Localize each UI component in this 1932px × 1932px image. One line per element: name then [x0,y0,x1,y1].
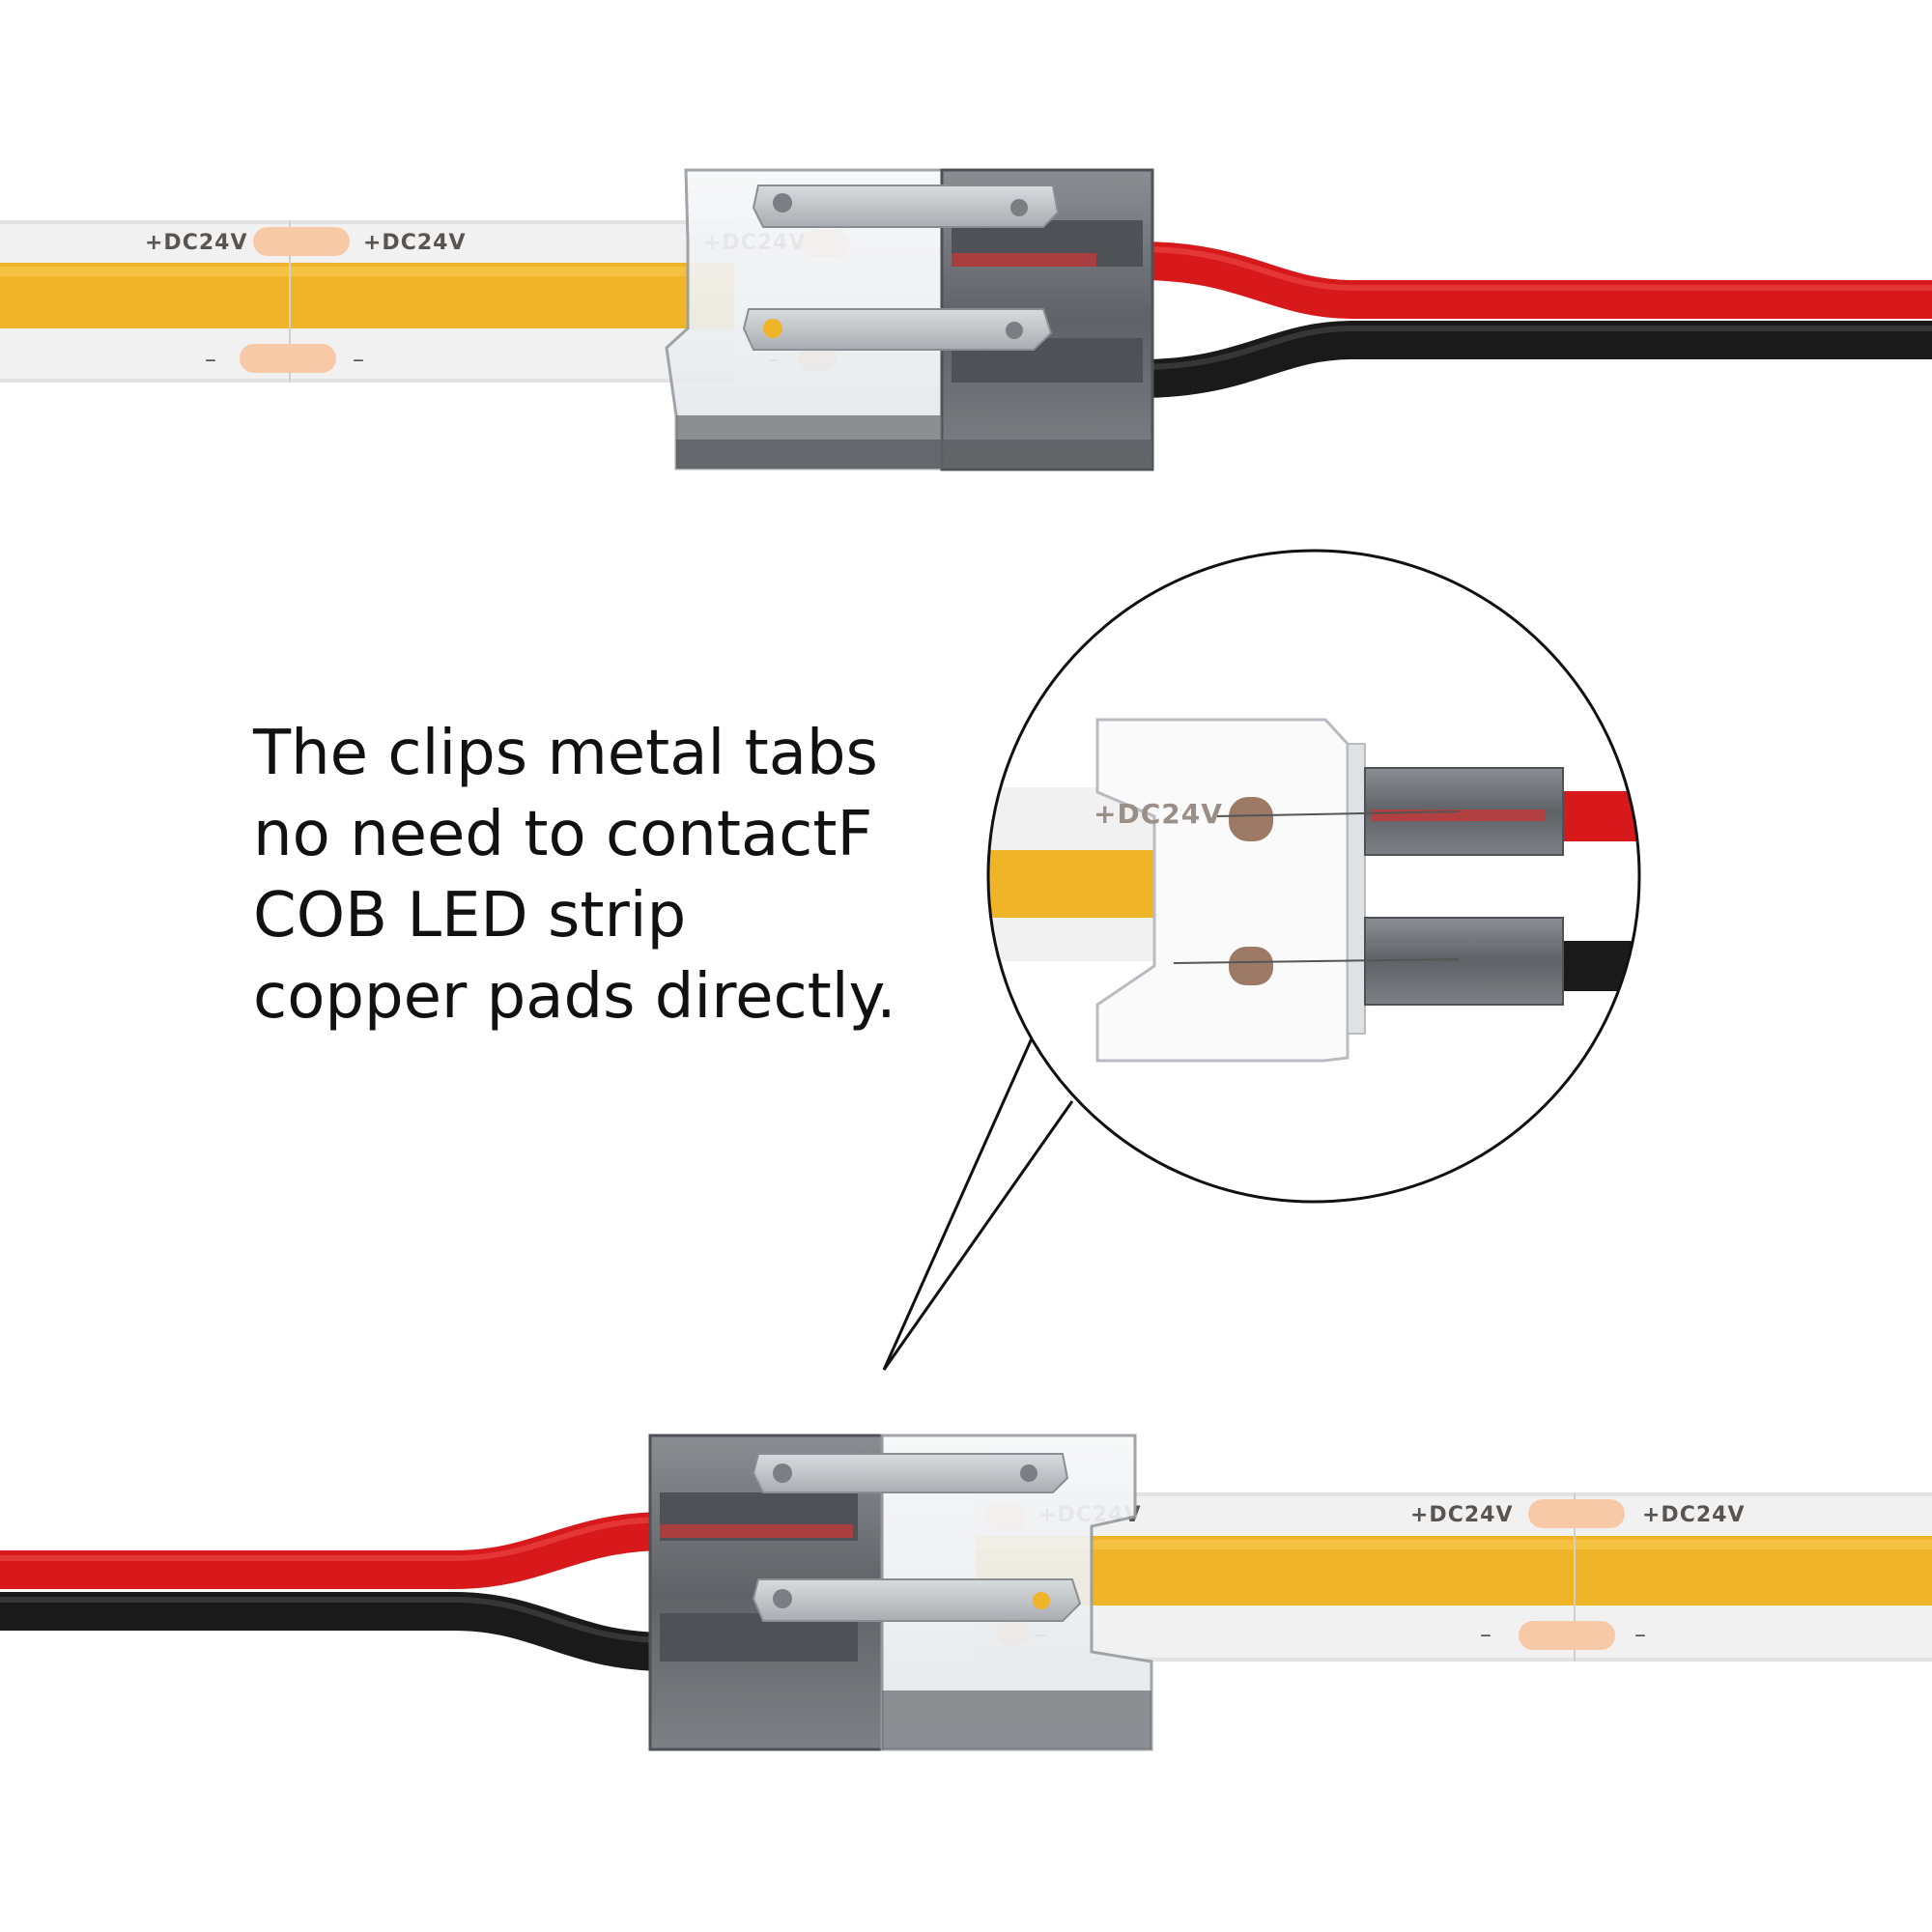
caption-line: The clips metal tabs [253,718,878,789]
magnified-copper-pad [1229,947,1273,985]
copper-pad [240,344,336,373]
callout-pointer-line [882,1100,1074,1371]
strip-label-negative: – [1634,1621,1646,1648]
metal-tab [752,1453,1069,1493]
metal-tab-hole [763,319,782,338]
copper-pad [1519,1621,1615,1650]
magnified-connector-clear [1095,718,1350,1063]
strip-edge-bottom [976,1658,1932,1662]
caption-line: COB LED strip [253,880,687,952]
cob-highlight [0,267,734,276]
red-wire [0,1512,668,1589]
black-wire-highlight [1139,326,1932,370]
black-wire [0,1592,668,1671]
red-wire-highlight [0,1517,668,1561]
top-wires [1139,242,1932,398]
metal-tab [742,308,1053,351]
copper-pad [253,227,350,256]
strip-edge-top [976,1492,1932,1496]
callout: +DC24V [882,549,1641,1371]
top-connector [665,168,1154,471]
strip-label-negative: – [353,346,364,373]
callout-circle [986,549,1641,1204]
magnified-red-insert [1372,810,1546,821]
magnified-connector-dark [1364,917,1564,1006]
metal-tab-hole [1010,199,1028,216]
connector-base [676,440,1152,469]
caption-line: no need to contactF [253,799,873,870]
metal-tab-hole [1020,1464,1037,1482]
connector-red-insert [952,253,1096,267]
strip-label-positive: +DC24V [363,231,466,255]
bottom-connector [648,1434,1153,1751]
magnified-view: +DC24V [988,551,1639,1202]
metal-tab [752,1578,1082,1622]
metal-tab-hole [773,1463,792,1483]
magnified-copper-pad [1229,797,1273,841]
metal-tab [752,185,1060,228]
metal-tab-hole [773,193,792,213]
metal-tab-hole [1006,322,1023,339]
caption-line: copper pads directly. [253,961,896,1033]
strip-label-positive: +DC24V [1410,1503,1513,1527]
bottom-wires [0,1512,668,1671]
black-wire-highlight [0,1597,668,1643]
magnified-metal-tab-edge [1216,810,1460,817]
top-assembly: +DC24V +DC24V +DC24V – – – [0,168,1932,471]
cob-highlight [976,1540,1932,1549]
connector-red-insert [660,1524,853,1538]
strip-edge-top [0,220,734,224]
connector-lower-shade [882,1690,1151,1749]
copper-pad [1528,1499,1625,1528]
black-wire [1139,321,1932,398]
bottom-assembly: +DC24V +DC24V +DC24V – – – [0,1434,1932,1751]
strip-label-positive: +DC24V [1642,1503,1745,1527]
strip-label-negative: – [205,346,216,373]
strip-edge-bottom [0,379,734,383]
magnified-metal-tab-edge [1173,958,1460,964]
strip-label-positive: +DC24V [145,231,247,255]
metal-tab-hole [773,1589,792,1608]
metal-tab-hole [1033,1592,1050,1609]
red-wire [1139,242,1932,319]
magnified-strip-label: +DC24V [1094,798,1223,830]
magnified-connector-divider [1347,743,1366,1035]
caption-text: The clips metal tabs no need to contactF… [253,713,949,1037]
red-wire-highlight [1139,246,1932,291]
strip-label-negative: – [1480,1621,1492,1648]
callout-pointer-line [882,1037,1034,1371]
